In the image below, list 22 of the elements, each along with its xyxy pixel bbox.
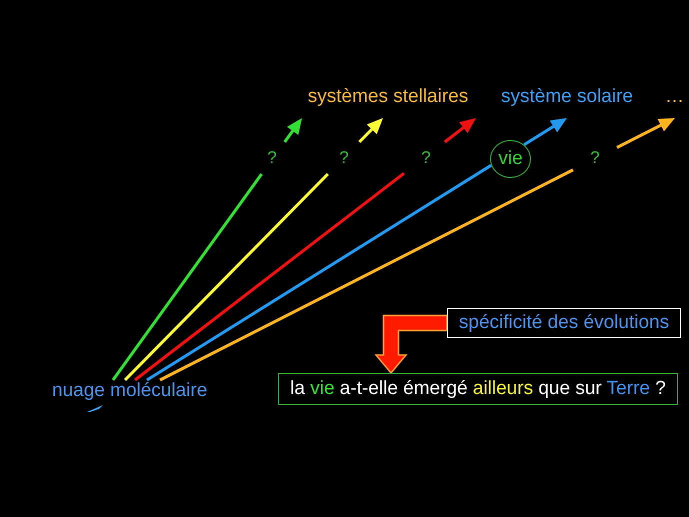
connector-line	[112, 173, 263, 381]
question-mark-label: ?	[267, 148, 277, 167]
arrow	[444, 118, 476, 144]
category-label: système solaire	[501, 86, 633, 107]
arrow	[283, 118, 302, 143]
connector-line	[124, 172, 329, 382]
circled-label: vie	[490, 140, 531, 178]
question-box: la vie a-t-elle émergé ailleurs que sur Terre ?	[278, 373, 678, 405]
connector-line	[134, 172, 405, 382]
connector-line	[146, 164, 492, 382]
origin-label: nuage moléculaire	[50, 380, 220, 402]
elbow-arrow	[374, 314, 448, 374]
arrow	[616, 118, 675, 149]
ellipsis-label: …	[665, 86, 684, 107]
connector-line	[159, 168, 574, 382]
note-box: spécificité des évolutions	[447, 308, 681, 338]
arrow	[523, 118, 567, 146]
question-mark-label: ?	[339, 148, 349, 167]
category-label: systèmes stellaires	[308, 86, 468, 107]
question-mark-label: ?	[421, 148, 431, 167]
question-mark-label: ?	[590, 148, 600, 167]
arrow	[358, 118, 383, 144]
